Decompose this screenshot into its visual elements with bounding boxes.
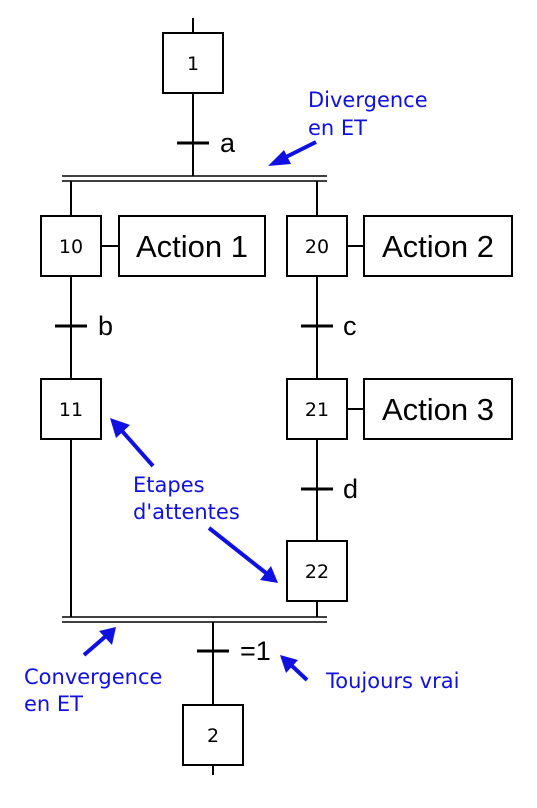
waiting-arrow-up [120, 429, 155, 468]
step-20-label: 20 [305, 236, 329, 258]
divergence-arrow [285, 140, 317, 159]
action-3-label: Action 3 [382, 392, 494, 427]
step-22[interactable]: 22 [286, 540, 348, 602]
annotation-convergence-line2: en ET [24, 692, 83, 716]
annotation-waiting-line1: Etapes [133, 473, 205, 497]
step-21[interactable]: 21 [286, 378, 348, 440]
annotation-divergence-line2: en ET [308, 116, 367, 140]
waiting-arrowhead-down [260, 566, 278, 583]
transition-c-label: c [343, 311, 357, 341]
action-3-box: Action 3 [363, 378, 513, 440]
action-2-label: Action 2 [382, 229, 494, 264]
transition-d-label: d [343, 474, 358, 504]
annotation-waiting-steps: Etapes d'attentes [110, 418, 278, 583]
convergence-arrowhead [99, 627, 116, 645]
always-true-arrow [289, 663, 309, 682]
step-22-label: 22 [305, 561, 329, 583]
step-21-label: 21 [305, 399, 329, 421]
annotation-convergence-line1: Convergence [24, 665, 162, 689]
annotation-always-true: Toujours vrai [280, 655, 459, 693]
divergence-and-bar [62, 175, 327, 182]
step-20[interactable]: 20 [286, 215, 348, 277]
waiting-arrowhead-up [110, 418, 130, 438]
waiting-arrow-down [207, 526, 268, 575]
step-11[interactable]: 11 [40, 378, 102, 440]
transition-always-label: =1 [240, 636, 271, 666]
step-11-label: 11 [59, 399, 83, 421]
action-2-box: Action 2 [363, 215, 513, 277]
step-1[interactable]: 1 [162, 32, 224, 94]
action-1-box: Action 1 [118, 215, 266, 277]
annotation-always-true-label: Toujours vrai [325, 669, 459, 693]
transition-b-label: b [98, 311, 113, 341]
annotation-convergence: Convergence en ET [24, 627, 162, 716]
transition-a-label: a [220, 128, 236, 158]
always-true-arrowhead [280, 655, 298, 673]
step-2[interactable]: 2 [182, 704, 244, 766]
annotation-divergence: Divergence en ET [268, 88, 428, 166]
annotation-divergence-line1: Divergence [308, 88, 428, 112]
step-10[interactable]: 10 [40, 215, 102, 277]
step-2-label: 2 [207, 725, 219, 747]
action-1-label: Action 1 [136, 229, 248, 264]
convergence-arrow [82, 634, 108, 657]
annotation-waiting-line2: d'attentes [133, 500, 240, 524]
step-1-label: 1 [187, 53, 199, 75]
divergence-arrowhead [268, 150, 291, 166]
step-10-label: 10 [59, 236, 83, 258]
convergence-and-bar [62, 616, 327, 623]
